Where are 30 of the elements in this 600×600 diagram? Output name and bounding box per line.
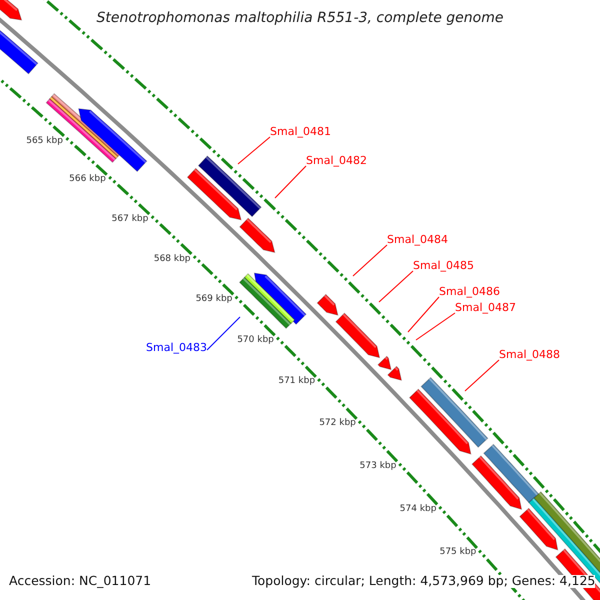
scale-label: 566 kbp xyxy=(69,175,106,184)
scale-label: 570 kbp xyxy=(237,336,274,345)
gene-label: Smal_0481 xyxy=(270,126,331,137)
gene-label: Smal_0488 xyxy=(499,349,560,360)
accession-text: Accession: NC_011071 xyxy=(9,575,152,588)
scale-label: 565 kbp xyxy=(26,136,63,146)
scale-label: 574 kbp xyxy=(400,504,436,514)
scale-label: 571 kbp xyxy=(278,377,316,386)
gene-label: Smal_0482 xyxy=(306,155,367,166)
scale-label: 567 kbp xyxy=(112,214,148,224)
leader-line xyxy=(464,360,500,392)
gene-label: Smal_0483 xyxy=(146,342,207,353)
gene-label: Smal_0487 xyxy=(455,302,516,313)
leader-line xyxy=(352,244,388,276)
leader-line xyxy=(416,312,456,340)
gene-label: Smal_0486 xyxy=(439,286,500,297)
leader-line xyxy=(206,316,240,350)
gene-label: Smal_0485 xyxy=(413,260,474,271)
diagram-title: Stenotrophomonas maltophilia R551-3, complete genome xyxy=(96,11,504,25)
leader-line xyxy=(408,296,440,332)
scale-label: 572 kbp xyxy=(319,419,356,428)
scale-label: 568 kbp xyxy=(154,254,191,264)
leader-line xyxy=(378,270,414,302)
gene-label: Smal_0484 xyxy=(387,234,448,245)
scale-label: 569 kbp xyxy=(196,294,232,304)
scale-label: 573 kbp xyxy=(360,462,396,471)
leader-line xyxy=(274,166,306,198)
genome-summary-text: Topology: circular; Length: 4,573,969 bp; Genes: 4,125 xyxy=(252,575,596,588)
leader-line xyxy=(238,136,270,164)
scale-label: 575 kbp xyxy=(440,548,476,558)
